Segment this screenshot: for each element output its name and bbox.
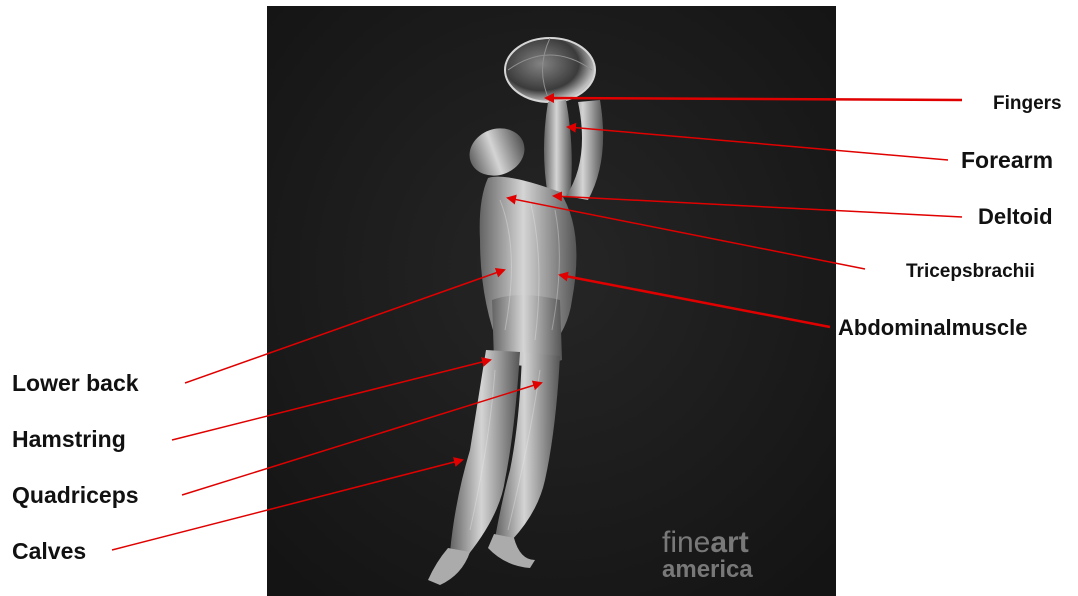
watermark-america: america — [662, 556, 753, 583]
label-forearm: Forearm — [961, 149, 1053, 172]
label-lower-back: Lower back — [12, 372, 139, 395]
watermark: fineart america — [662, 526, 753, 583]
ball — [505, 38, 595, 102]
watermark-fine: fine — [662, 526, 710, 559]
label-abdominal: Abdominalmuscle — [838, 317, 1027, 339]
watermark-art: art — [710, 526, 748, 559]
right-arm — [544, 100, 572, 196]
svg-text:fineart: fineart — [662, 526, 749, 559]
label-calves: Calves — [12, 540, 86, 563]
label-hamstring: Hamstring — [12, 428, 126, 451]
label-triceps: Tricepsbrachii — [906, 262, 1035, 281]
label-fingers: Fingers — [993, 94, 1062, 113]
label-quadriceps: Quadriceps — [12, 484, 139, 507]
label-deltoid: Deltoid — [978, 206, 1053, 228]
